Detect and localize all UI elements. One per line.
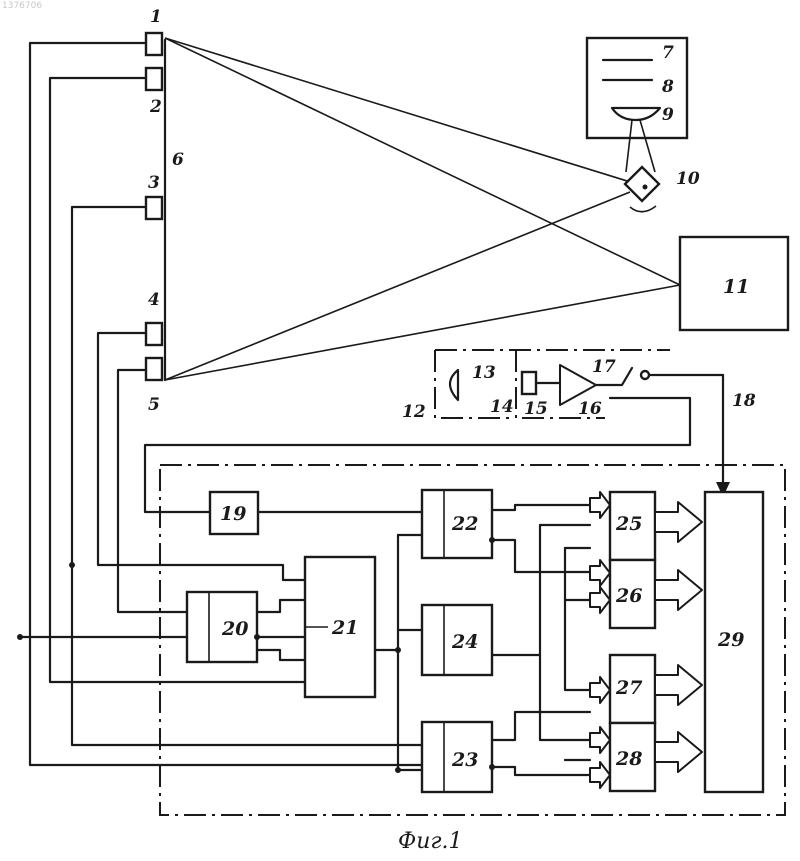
label-10: 10 bbox=[676, 169, 700, 189]
label-7: 7 bbox=[662, 43, 674, 63]
switch-contact bbox=[641, 371, 649, 379]
arrow-in-25a bbox=[590, 492, 610, 518]
label-2: 2 bbox=[149, 97, 162, 117]
label-19: 19 bbox=[220, 503, 246, 525]
label-5: 5 bbox=[148, 395, 160, 415]
arrow-in-26b bbox=[590, 587, 610, 613]
element-15 bbox=[522, 372, 536, 394]
arrow-25-29 bbox=[655, 502, 702, 542]
wire-24-28 bbox=[492, 655, 590, 740]
sensor-5 bbox=[146, 358, 162, 380]
label-26: 26 bbox=[615, 585, 642, 607]
label-12: 12 bbox=[402, 402, 426, 422]
label-22: 22 bbox=[451, 513, 478, 535]
junction-20 bbox=[254, 634, 260, 640]
label-9: 9 bbox=[662, 105, 674, 125]
junction-bus bbox=[17, 634, 23, 640]
reflector-pivot bbox=[643, 185, 648, 190]
label-23: 23 bbox=[451, 749, 478, 771]
label-1: 1 bbox=[150, 7, 162, 27]
wire-23-28 bbox=[492, 767, 590, 775]
label-4: 4 bbox=[148, 290, 160, 310]
arrow-in-28a bbox=[590, 727, 610, 753]
arrow-in-27 bbox=[590, 677, 610, 703]
label-6: 6 bbox=[172, 150, 184, 170]
rotation-arrow bbox=[630, 206, 656, 212]
junction-22 bbox=[489, 537, 495, 543]
wire-cross-bus bbox=[565, 548, 590, 690]
junction-23 bbox=[395, 767, 401, 773]
wire-20-21a bbox=[257, 600, 305, 612]
label-11: 11 bbox=[723, 276, 749, 298]
label-29: 29 bbox=[717, 629, 744, 651]
sensor-2 bbox=[146, 68, 162, 90]
beam-5-to-10 bbox=[165, 192, 630, 380]
label-21: 21 bbox=[331, 617, 358, 639]
junction-s3 bbox=[69, 562, 75, 568]
arrow-27-29 bbox=[655, 665, 702, 705]
sensor-3 bbox=[146, 197, 162, 219]
label-17: 17 bbox=[592, 357, 616, 377]
figure-caption: Фиг.1 bbox=[398, 829, 463, 854]
watermark: 1376706 bbox=[2, 1, 42, 11]
label-3: 3 bbox=[148, 173, 160, 193]
label-25: 25 bbox=[615, 513, 642, 535]
sensor-4 bbox=[146, 323, 162, 345]
label-24: 24 bbox=[451, 631, 478, 653]
label-8: 8 bbox=[661, 77, 674, 97]
label-16: 16 bbox=[578, 399, 602, 419]
reflector-10 bbox=[625, 167, 659, 201]
wire-22-25 bbox=[492, 505, 590, 510]
label-18: 18 bbox=[732, 391, 756, 411]
label-14: 14 bbox=[490, 397, 514, 417]
label-27: 27 bbox=[615, 677, 642, 699]
label-28: 28 bbox=[615, 748, 642, 770]
arrow-in-26a bbox=[590, 560, 610, 586]
element-13 bbox=[450, 370, 458, 400]
arrow-26-29 bbox=[655, 570, 702, 610]
label-15: 15 bbox=[524, 399, 548, 419]
sensor-1 bbox=[146, 33, 162, 55]
arrow-28-29 bbox=[655, 732, 702, 772]
beam-1-to-10 bbox=[165, 38, 640, 185]
arrow-in-28b bbox=[590, 762, 610, 788]
label-20: 20 bbox=[221, 618, 248, 640]
junction-23b bbox=[489, 764, 495, 770]
label-13: 13 bbox=[472, 363, 496, 383]
wire-20-21c bbox=[257, 650, 305, 660]
